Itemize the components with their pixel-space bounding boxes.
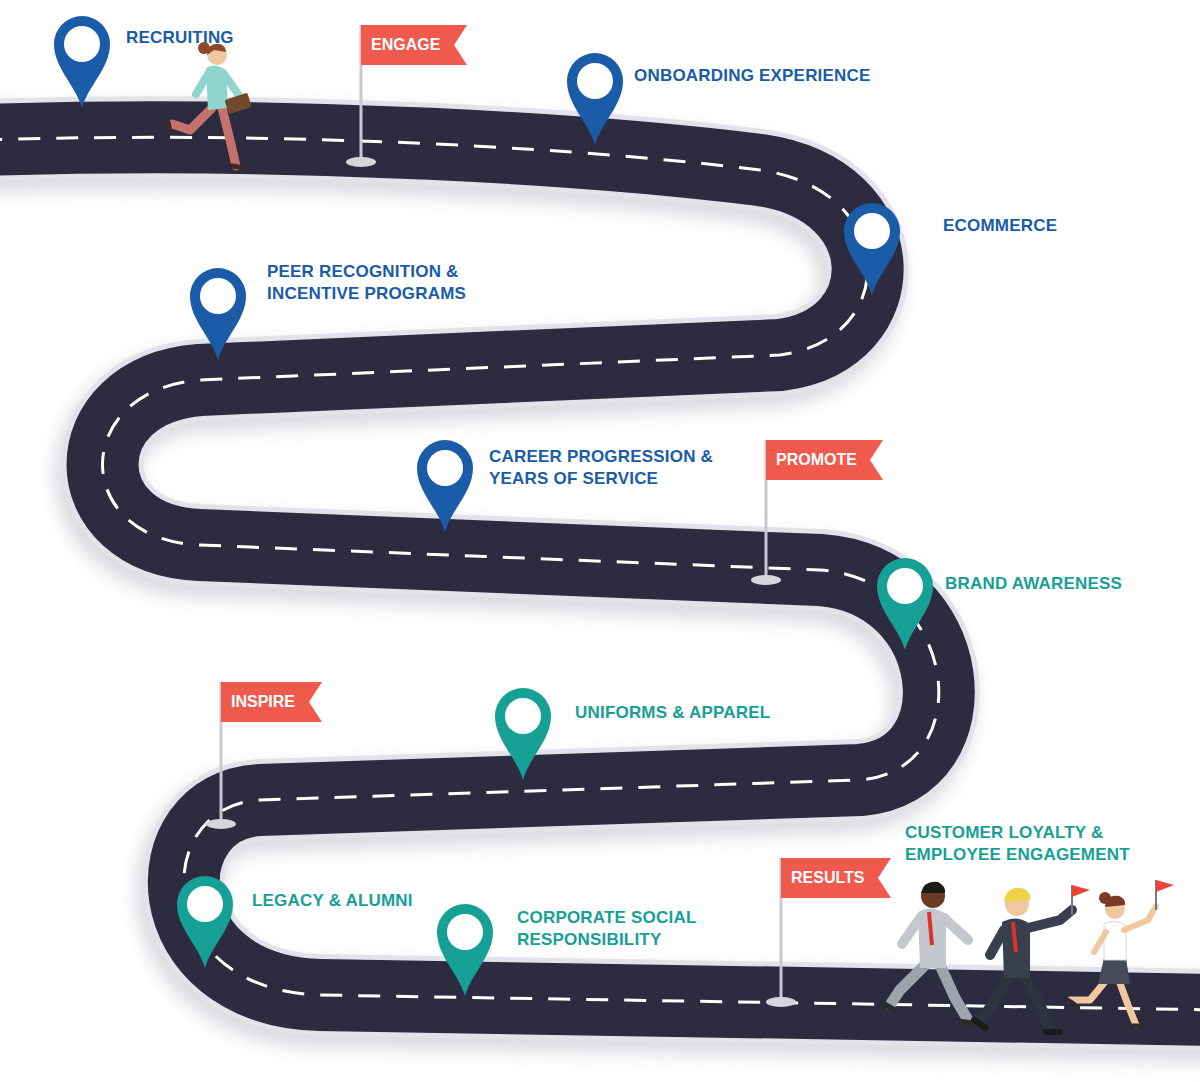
runner-man-two — [1028, 910, 1072, 928]
runner-man-two — [974, 1020, 1060, 1032]
flag-text: INSPIRE — [221, 682, 322, 722]
flag-cloth — [361, 25, 467, 65]
road-surface — [0, 137, 1200, 1010]
running-woman — [232, 166, 244, 168]
location-pins — [54, 16, 110, 108]
location-pins — [437, 904, 493, 996]
flag-poles — [206, 819, 236, 829]
runner-woman — [1118, 978, 1136, 1025]
flag-cloth — [766, 440, 883, 480]
flag-poles — [751, 575, 781, 585]
location-pins — [190, 268, 246, 360]
milestone-label: ECOMMERCE — [943, 215, 1057, 237]
runner-man-two — [1072, 885, 1090, 897]
running-team — [884, 880, 1174, 1032]
running-woman — [168, 122, 170, 132]
milestone-label: UNIFORMS & APPAREL — [575, 702, 770, 724]
runner-man-two — [1013, 922, 1016, 952]
milestone-label: ONBOARDING EXPERIENCE — [634, 65, 871, 87]
road-border — [0, 137, 1200, 1010]
location-pins — [177, 876, 233, 968]
location-pins — [844, 203, 900, 295]
flag-poles — [766, 997, 796, 1007]
runner-woman — [1098, 958, 1130, 984]
milestone-label: PEER RECOGNITION & INCENTIVE PROGRAMS — [267, 261, 517, 305]
milestone-label: CUSTOMER LOYALTY & EMPLOYEE ENGAGEMENT — [905, 822, 1170, 866]
flag-poles — [206, 25, 796, 1007]
flag-text: ENGAGE — [361, 25, 467, 65]
running-woman — [196, 74, 208, 94]
runner-man-one — [929, 912, 932, 945]
runner-woman — [1104, 921, 1126, 960]
runner-woman — [1066, 999, 1144, 1026]
runner-man-one — [884, 882, 976, 1024]
runner-man-two — [1024, 975, 1050, 1030]
runner-man-two — [974, 885, 1090, 1032]
milestone-label: BRAND AWARENESS — [945, 573, 1122, 595]
runner-woman — [1156, 880, 1174, 892]
flag-poles — [346, 157, 376, 167]
runner-man-one — [921, 882, 945, 893]
runner-man-one — [944, 918, 968, 940]
location-pins — [495, 688, 551, 780]
flag-text: RESULTS — [781, 858, 891, 898]
milestone-label: CAREER PROGRESSION & YEARS OF SERVICE — [489, 446, 729, 490]
runner-woman — [1124, 906, 1156, 930]
milestone-label: LEGACY & ALUMNI — [252, 890, 413, 912]
flag-cloth — [781, 858, 891, 898]
runner-man-one — [890, 965, 925, 1005]
runner-man-two — [1004, 888, 1030, 902]
step-flag: ENGAGE — [361, 25, 467, 65]
running-woman — [224, 93, 251, 115]
location-pins — [417, 440, 473, 532]
flag-cloth — [221, 682, 322, 722]
runner-man-one — [884, 1004, 976, 1024]
runner-man-one — [940, 965, 968, 1020]
location-pins — [567, 53, 623, 145]
step-flag: PROMOTE — [766, 440, 883, 480]
road-centerline — [0, 137, 1200, 1010]
runner-woman — [1094, 932, 1106, 952]
running-woman — [172, 108, 212, 130]
running-woman — [224, 74, 238, 94]
runner-man-two — [990, 930, 1004, 955]
runner-woman — [1099, 892, 1111, 904]
milestone-label: CORPORATE SOCIAL RESPONSIBILITY — [517, 907, 722, 951]
step-flag: INSPIRE — [221, 682, 322, 722]
runner-man-two — [980, 975, 1010, 1022]
location-pins — [54, 16, 933, 996]
runner-woman — [1066, 880, 1174, 1026]
flag-text: PROMOTE — [766, 440, 883, 480]
runner-man-one — [902, 918, 920, 944]
running-woman — [168, 42, 252, 168]
location-pins — [877, 558, 933, 650]
road — [0, 137, 1200, 1020]
step-flag: RESULTS — [781, 858, 891, 898]
flag-poles — [206, 157, 796, 1007]
running-woman — [222, 108, 236, 166]
milestone-label: RECRUITING — [126, 27, 234, 49]
